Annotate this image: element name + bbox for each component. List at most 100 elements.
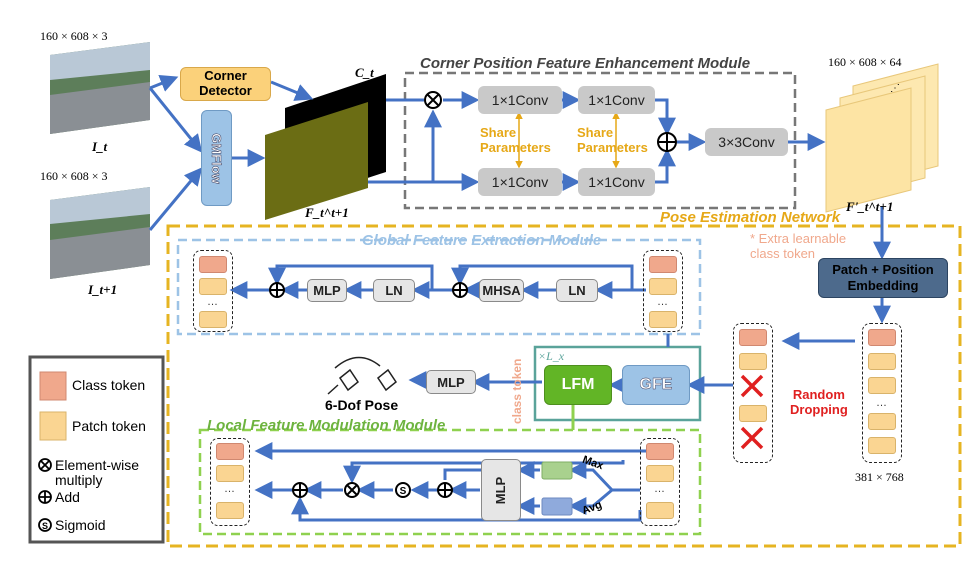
lfm-block: LFM — [544, 365, 612, 405]
gfe-module-title: Global Feature Extraction Module — [362, 232, 602, 249]
add-op-lfm-1 — [437, 482, 453, 498]
sigmoid-op-lfm: S — [395, 482, 411, 498]
class-token — [199, 256, 227, 273]
class-token — [649, 256, 677, 273]
mlp-label: MLP — [313, 283, 341, 298]
ellipsis: … — [207, 296, 218, 308]
ct-label: C_t — [355, 65, 374, 80]
conv-label: 1×1Conv — [588, 174, 645, 190]
lfm-module-border — [198, 428, 702, 536]
embed-dim: 381 × 768 — [855, 470, 904, 484]
svg-text:S: S — [42, 521, 48, 531]
patch-token — [216, 502, 244, 519]
legend-border — [28, 355, 165, 544]
embedded-token-stack — [862, 323, 902, 463]
patch-token — [649, 311, 677, 328]
ln-label: LN — [385, 283, 403, 298]
class-token — [646, 443, 674, 460]
lfm-module-title: Local Feature Modulation Module — [207, 417, 446, 434]
gfe-output-stack — [193, 250, 233, 332]
lfm-mlp-label: MLP — [493, 476, 509, 504]
lx-label: ×L_x — [538, 349, 565, 363]
gfe-input-stack — [643, 250, 683, 332]
class-token — [739, 329, 767, 346]
output-label: F'_t^t+1 — [846, 199, 894, 214]
class-token — [216, 443, 244, 460]
patch-token — [649, 278, 677, 295]
input-label-top: I_t — [92, 139, 108, 154]
conv1x1-bot-b: 1×1Conv — [578, 168, 655, 196]
gfe-module-border — [176, 238, 702, 336]
legend-mul: Element-wise multiply — [55, 457, 140, 489]
gfe-ln-box-2: LN — [556, 279, 598, 302]
ellipsis: … — [876, 397, 887, 409]
lfm-output-stack — [210, 438, 250, 526]
multiply-op-lfm — [344, 482, 360, 498]
patch-token — [739, 405, 767, 422]
class-token — [868, 329, 896, 346]
legend-add: Add — [55, 489, 80, 505]
pose-robot-icon — [327, 356, 398, 395]
flow-map — [265, 102, 368, 220]
legend-patch-swatch — [39, 411, 67, 441]
share-params-b: Share Parameters — [577, 125, 648, 155]
patch-token — [216, 465, 244, 482]
gfe-mhsa-box: MHSA — [479, 279, 524, 302]
conv-label: 1×1Conv — [491, 92, 549, 108]
patch-token — [868, 437, 896, 454]
add-op-lfm-2 — [292, 482, 308, 498]
share-arrows — [515, 111, 620, 169]
extra-token-note: * Extra learnable class token — [750, 231, 847, 261]
add-op-top — [657, 132, 677, 152]
input-label-bottom: I_t+1 — [88, 282, 118, 297]
ellipsis: … — [657, 296, 668, 308]
output-dim: 160 × 608 × 64 — [828, 55, 902, 69]
input-dim-top: 160 × 608 × 3 — [40, 29, 108, 43]
patch-embed-label: Patch + Position Embedding — [832, 262, 934, 293]
conv1x1-bot-a: 1×1Conv — [478, 168, 562, 196]
conv-label: 1×1Conv — [491, 174, 549, 190]
max-pool-box — [541, 461, 573, 480]
input-dim-bottom: 160 × 608 × 3 — [40, 169, 108, 183]
output-feature-stack — [825, 63, 939, 213]
svg-text:S: S — [400, 486, 407, 497]
gfe-label: GFE — [639, 376, 673, 393]
conv1x1-top-a: 1×1Conv — [478, 86, 562, 114]
legend-sigmoid-icon: S — [38, 518, 52, 532]
conv3x3: 3×3Conv — [705, 128, 788, 156]
add-op-gfe-2 — [269, 282, 285, 298]
conv-label: 1×1Conv — [588, 92, 645, 108]
legend-patch-token: Patch token — [72, 418, 146, 434]
conv1x1-top-b: 1×1Conv — [578, 86, 655, 114]
legend-mul-icon — [38, 458, 52, 472]
legend-add-icon — [38, 490, 52, 504]
patch-token — [868, 377, 896, 394]
patch-token — [646, 502, 674, 519]
gmflow-label: GMFlow — [209, 132, 225, 184]
pose-out-label: 6-Dof Pose — [325, 397, 399, 413]
cpfe-module-border — [403, 71, 797, 210]
input-image-t1 — [50, 187, 150, 279]
gfe-block: GFE — [622, 365, 690, 405]
patch-token — [739, 353, 767, 370]
gfe-mlp-box: MLP — [307, 279, 347, 302]
ellipsis: … — [654, 483, 665, 495]
ln-label: LN — [568, 283, 586, 298]
pose-net-border — [166, 224, 962, 548]
corner-detector-box: Corner Detector — [180, 67, 271, 101]
dropped-token-stack — [733, 323, 773, 463]
drop-cross-icons — [740, 374, 764, 450]
patch-embed-box: Patch + Position Embedding — [818, 258, 948, 298]
patch-token — [646, 465, 674, 482]
corner-detector-label: Corner Detector — [199, 68, 252, 98]
patch-token — [868, 413, 896, 430]
avg-pool-box — [541, 497, 573, 516]
output-dots: ⋰ — [890, 83, 900, 94]
gmflow-box: GMFlow — [201, 110, 232, 206]
lfm-mlp-box: MLP — [481, 459, 521, 521]
random-dropping: Random Dropping — [790, 387, 848, 417]
patch-token — [199, 311, 227, 328]
pose-net-title: Pose Estimation Network — [660, 209, 841, 226]
lfm-label: LFM — [561, 376, 595, 393]
